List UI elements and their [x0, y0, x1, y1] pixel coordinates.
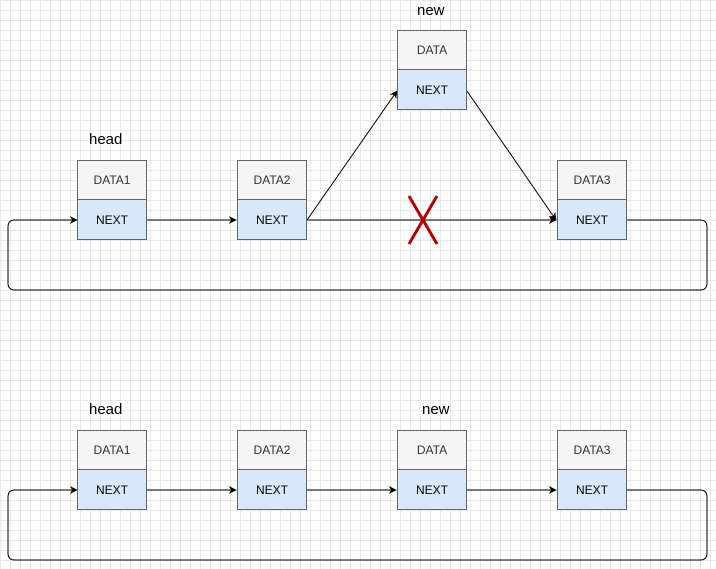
node-top-data3: DATA3 NEXT	[557, 160, 627, 240]
next-field: NEXT	[397, 470, 467, 510]
next-field: NEXT	[397, 70, 467, 110]
node-top-new: DATA NEXT	[397, 30, 467, 110]
edge-bottom-loop-back	[7, 486, 708, 561]
data-field: DATA2	[237, 430, 307, 470]
node-bottom-new: DATA NEXT	[397, 430, 467, 510]
node-bottom-data1: DATA1 NEXT	[77, 430, 147, 510]
node-top-data2: DATA2 NEXT	[237, 160, 307, 240]
next-field: NEXT	[77, 470, 147, 510]
edge-top-new-to-data3	[466, 90, 557, 221]
label-head-bottom: head	[89, 401, 123, 418]
label-new-top: new	[417, 2, 445, 19]
data-field: DATA2	[237, 160, 307, 200]
next-field: NEXT	[557, 200, 627, 240]
next-field: NEXT	[557, 470, 627, 510]
next-field: NEXT	[77, 200, 147, 240]
node-top-data1: DATA1 NEXT	[77, 160, 147, 240]
node-bottom-data3: DATA3 NEXT	[557, 430, 627, 510]
node-bottom-data2: DATA2 NEXT	[237, 430, 307, 510]
edge-top-loop-back	[7, 216, 708, 291]
data-field: DATA1	[77, 430, 147, 470]
label-head-top: head	[89, 131, 123, 148]
data-field: DATA1	[77, 160, 147, 200]
data-field: DATA	[397, 30, 467, 70]
data-field: DATA3	[557, 160, 627, 200]
cross-mark-icon	[407, 195, 439, 245]
data-field: DATA3	[557, 430, 627, 470]
label-new-bottom: new	[422, 401, 450, 418]
data-field: DATA	[397, 430, 467, 470]
next-field: NEXT	[237, 200, 307, 240]
next-field: NEXT	[237, 470, 307, 510]
edge-top-data2-to-new	[306, 90, 398, 221]
